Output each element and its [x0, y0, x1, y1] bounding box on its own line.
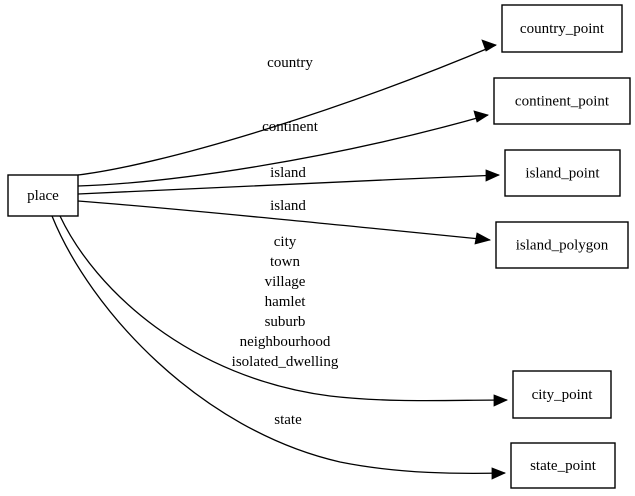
node-city_point[interactable]: city_point [512, 370, 612, 419]
node-place[interactable]: place [7, 174, 79, 217]
node-label-country_point: country_point [520, 21, 605, 37]
edge-place-state_point-arrowhead-icon [491, 467, 507, 480]
edge-place-city_point-label-line: isolated_dwelling [232, 354, 339, 370]
edge-labels-layer: country continent island island city town vill… [232, 55, 339, 428]
edge-place-island_polygon-label-line: island [270, 198, 306, 214]
edge-place-state_point-label-line: state [274, 412, 302, 428]
edge-place-country_point [77, 39, 497, 176]
edge-place-state_point [51, 215, 507, 480]
edge-place-island_point [77, 169, 501, 195]
edge-place-city_point [59, 215, 509, 407]
node-box-place[interactable] [7, 174, 79, 217]
edge-place-country_point-label: country [267, 55, 313, 71]
node-label-city_point: city_point [532, 387, 594, 403]
edge-place-country_point-arrowhead-icon [481, 39, 497, 52]
edge-place-city_point-label-line: suburb [265, 314, 306, 330]
edge-place-island_point-label: island [270, 165, 306, 181]
node-label-continent_point: continent_point [515, 93, 610, 109]
nodes-layer: place country_point continent_point island_… [7, 4, 631, 489]
edge-place-continent_point-line [77, 114, 489, 187]
edge-place-continent_point-label: continent [262, 119, 319, 135]
node-box-continent_point[interactable] [493, 77, 631, 125]
edge-place-city_point-label-line: city [274, 234, 297, 250]
edge-place-island_polygon-arrowhead-icon [474, 232, 492, 245]
edge-place-island_point-label-line: island [270, 165, 306, 181]
edge-place-island_polygon-label: island [270, 198, 306, 214]
edge-place-island_point-line [77, 174, 500, 195]
edge-place-city_point-arrowhead-icon [493, 394, 509, 407]
edge-place-island_polygon [77, 200, 492, 245]
edge-place-state_point-line [51, 215, 506, 475]
node-box-island_point[interactable] [504, 149, 621, 197]
edge-place-city_point-label-line: hamlet [265, 294, 307, 310]
node-label-island_polygon: island_polygon [516, 237, 609, 253]
edge-place-city_point-line [59, 215, 508, 402]
edge-place-country_point-line [77, 44, 497, 176]
node-label-state_point: state_point [530, 458, 597, 474]
edge-place-continent_point-arrowhead-icon [473, 110, 489, 123]
node-state_point[interactable]: state_point [510, 442, 616, 489]
node-label-island_point: island_point [525, 165, 600, 181]
edge-place-city_point-label-line: village [265, 274, 306, 290]
node-country_point[interactable]: country_point [501, 4, 623, 53]
edge-place-island_point-arrowhead-icon [485, 169, 501, 182]
edge-place-continent_point [77, 110, 489, 187]
edge-place-country_point-label-line: country [267, 55, 313, 71]
node-continent_point[interactable]: continent_point [493, 77, 631, 125]
edge-place-city_point-label-line: town [270, 254, 301, 270]
node-box-city_point[interactable] [512, 370, 612, 419]
node-box-island_polygon[interactable] [495, 221, 629, 269]
edge-place-state_point-label: state [274, 412, 302, 428]
edge-place-island_polygon-line [77, 200, 491, 241]
node-box-country_point[interactable] [501, 4, 623, 53]
node-island_polygon[interactable]: island_polygon [495, 221, 629, 269]
edge-place-city_point-label: city town village hamlet suburb neighbourhood… [232, 234, 339, 370]
node-island_point[interactable]: island_point [504, 149, 621, 197]
edge-place-city_point-label-line: neighbourhood [240, 334, 331, 350]
node-label-place: place [27, 188, 59, 204]
edges-layer [51, 39, 509, 480]
edge-place-continent_point-label-line: continent [262, 119, 319, 135]
node-box-state_point[interactable] [510, 442, 616, 489]
